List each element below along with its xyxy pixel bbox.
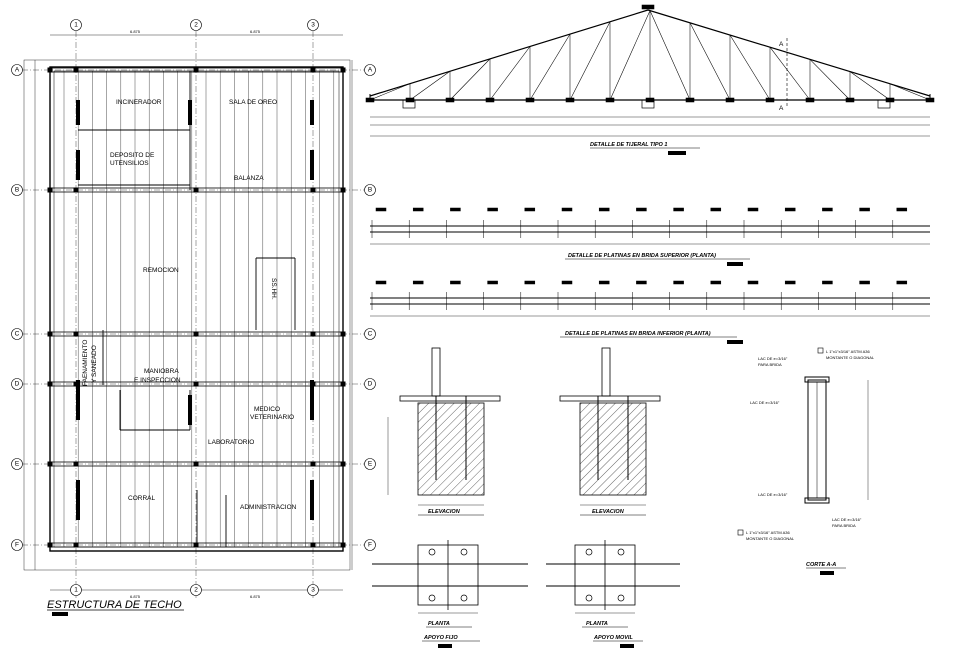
room-sshh: SS.HH. [270, 278, 277, 300]
fixed-support-title: APOYO FIJO [423, 635, 458, 641]
axis-bubble-row-E [364, 458, 376, 470]
axis-label-row-F-0: F [15, 542, 19, 549]
axis-bubble-col-2 [190, 584, 202, 596]
axis-label-row-B-0: B [15, 187, 19, 194]
axis-label-col-2-0: 2 [194, 22, 198, 29]
wall-segment [76, 480, 80, 520]
wall-segment [76, 100, 80, 125]
elevation-label-right: ELEVACION [592, 509, 625, 515]
axis-label-col-2-1: 2 [194, 587, 198, 594]
room-sala-oreo: SALA DE OREO [229, 99, 277, 106]
room-lateral-1: FAENAMIENTO [82, 340, 89, 386]
axis-label-row-C-0: C [15, 331, 20, 338]
axis-bubble-row-C [364, 328, 376, 340]
axis-bubble-row-F [364, 539, 376, 551]
axis-bubble-row-C [11, 328, 23, 340]
room-deposito-2: UTENSILIOS [110, 160, 149, 167]
note-end-1: L 1"x1"x3/16" ASTM A36 [746, 530, 790, 535]
room-lateral-2: Y SANEADO [91, 345, 98, 383]
axis-label-row-B-1: B [368, 187, 372, 194]
wall-segment [310, 380, 314, 420]
note-top-2: MONTANTE O DIAGONAL [826, 355, 875, 360]
axis-label-row-D-1: D [368, 381, 373, 388]
note-bot-2: PARA BRIDA [832, 523, 856, 528]
wall-segment [310, 100, 314, 125]
axis-bubble-col-1 [70, 584, 82, 596]
axis-label-row-A-1: A [368, 67, 373, 74]
truss-title: DETALLE DE TIJERAL TIPO 1 [590, 142, 667, 148]
axis-bubble-row-B [11, 184, 23, 196]
axis-label-col-3-0: 3 [311, 22, 315, 29]
note-top-1: L 1"x1"x3/16" ASTM A36 [826, 349, 870, 354]
axis-bubble-col-1 [70, 19, 82, 31]
section-mark-bottom: A [779, 105, 784, 112]
plan-label-left: PLANTA [428, 621, 450, 627]
room-corral: CORRAL [128, 495, 155, 502]
axis-bubble-row-A [364, 64, 376, 76]
truss-elevation: A A [365, 4, 935, 155]
axis-label-col-3-1: 3 [311, 587, 315, 594]
wall-segment [76, 150, 80, 180]
svg-text:6.875: 6.875 [250, 29, 261, 34]
note-mid-1: LAC DE e=3/16" [758, 356, 788, 361]
room-medico-2: VETERINARIO [250, 414, 294, 421]
axis-label-col-1-1: 1 [74, 587, 78, 594]
wall-segment [310, 150, 314, 180]
strip-bottom-title: DETALLE DE PLATINAS EN BRIDA INFERIOR (P… [565, 331, 711, 337]
room-maniobra-2: E INSPECCION [134, 377, 181, 384]
room-laboratorio: LABORATORIO [208, 439, 254, 446]
room-incinerador: INCINERADOR [116, 99, 162, 106]
plan-title: ESTRUCTURA DE TECHO [47, 599, 182, 611]
svg-text:6.875: 6.875 [130, 29, 141, 34]
room-administracion: ADMINISTRACION [240, 504, 297, 511]
svg-text:6.875: 6.875 [130, 594, 141, 599]
wall-segment [76, 380, 80, 420]
wall-segment [188, 100, 192, 125]
plan-label-right: PLANTA [586, 621, 608, 627]
axis-bubble-row-F [11, 539, 23, 551]
axis-bubble-row-D [11, 378, 23, 390]
axis-bubble-row-E [11, 458, 23, 470]
support-plans [372, 540, 680, 648]
axis-bubble-col-2 [190, 19, 202, 31]
axis-label-row-C-1: C [368, 331, 373, 338]
axis-label-row-D-0: D [15, 381, 20, 388]
axis-label-row-E-1: E [368, 461, 373, 468]
note-bot-1: LAC DE e=3/16" [832, 517, 862, 522]
elevation-label-left: ELEVACION [428, 509, 461, 515]
section-a-a [737, 347, 869, 575]
room-maniobra-1: MANIOBRA [144, 368, 179, 375]
section-title: CORTE A-A [806, 562, 836, 568]
flange-plate-strips [370, 207, 930, 344]
section-mark-top: A [779, 41, 784, 48]
axis-bubble-col-3 [307, 19, 319, 31]
axis-bubble-row-A [11, 64, 23, 76]
room-medico-1: MEDICO [254, 406, 280, 413]
axis-label-row-E-0: E [15, 461, 20, 468]
strip-top-title: DETALLE DE PLATINAS EN BRIDA SUPERIOR (P… [568, 253, 716, 259]
note-end-2: MONTANTE O DIAGONAL [746, 536, 795, 541]
axis-bubble-col-3 [307, 584, 319, 596]
mobile-support-title: APOYO MOVIL [593, 635, 633, 641]
axis-bubble-row-B [364, 184, 376, 196]
note-bot-low: LAC DE e=3/16" [758, 492, 788, 497]
roof-plan: 6.875 6.875 6.875 6.875 [23, 29, 353, 599]
wall-segment [188, 395, 192, 425]
room-deposito-1: DEPOSITO DE [110, 152, 155, 159]
wall-segment [310, 480, 314, 520]
axis-label-row-F-1: F [368, 542, 372, 549]
axis-label-row-A-0: A [15, 67, 20, 74]
axis-label-col-1-0: 1 [74, 22, 78, 29]
axis-bubble-row-D [364, 378, 376, 390]
room-balanza: BALANZA [234, 175, 264, 182]
svg-text:6.875: 6.875 [250, 594, 261, 599]
room-remocion: REMOCION [143, 267, 179, 274]
note-mid-2: PARA BRIDA [758, 362, 782, 367]
note-low: LAC DE e=3/16" [750, 400, 780, 405]
support-elevations [387, 347, 661, 516]
